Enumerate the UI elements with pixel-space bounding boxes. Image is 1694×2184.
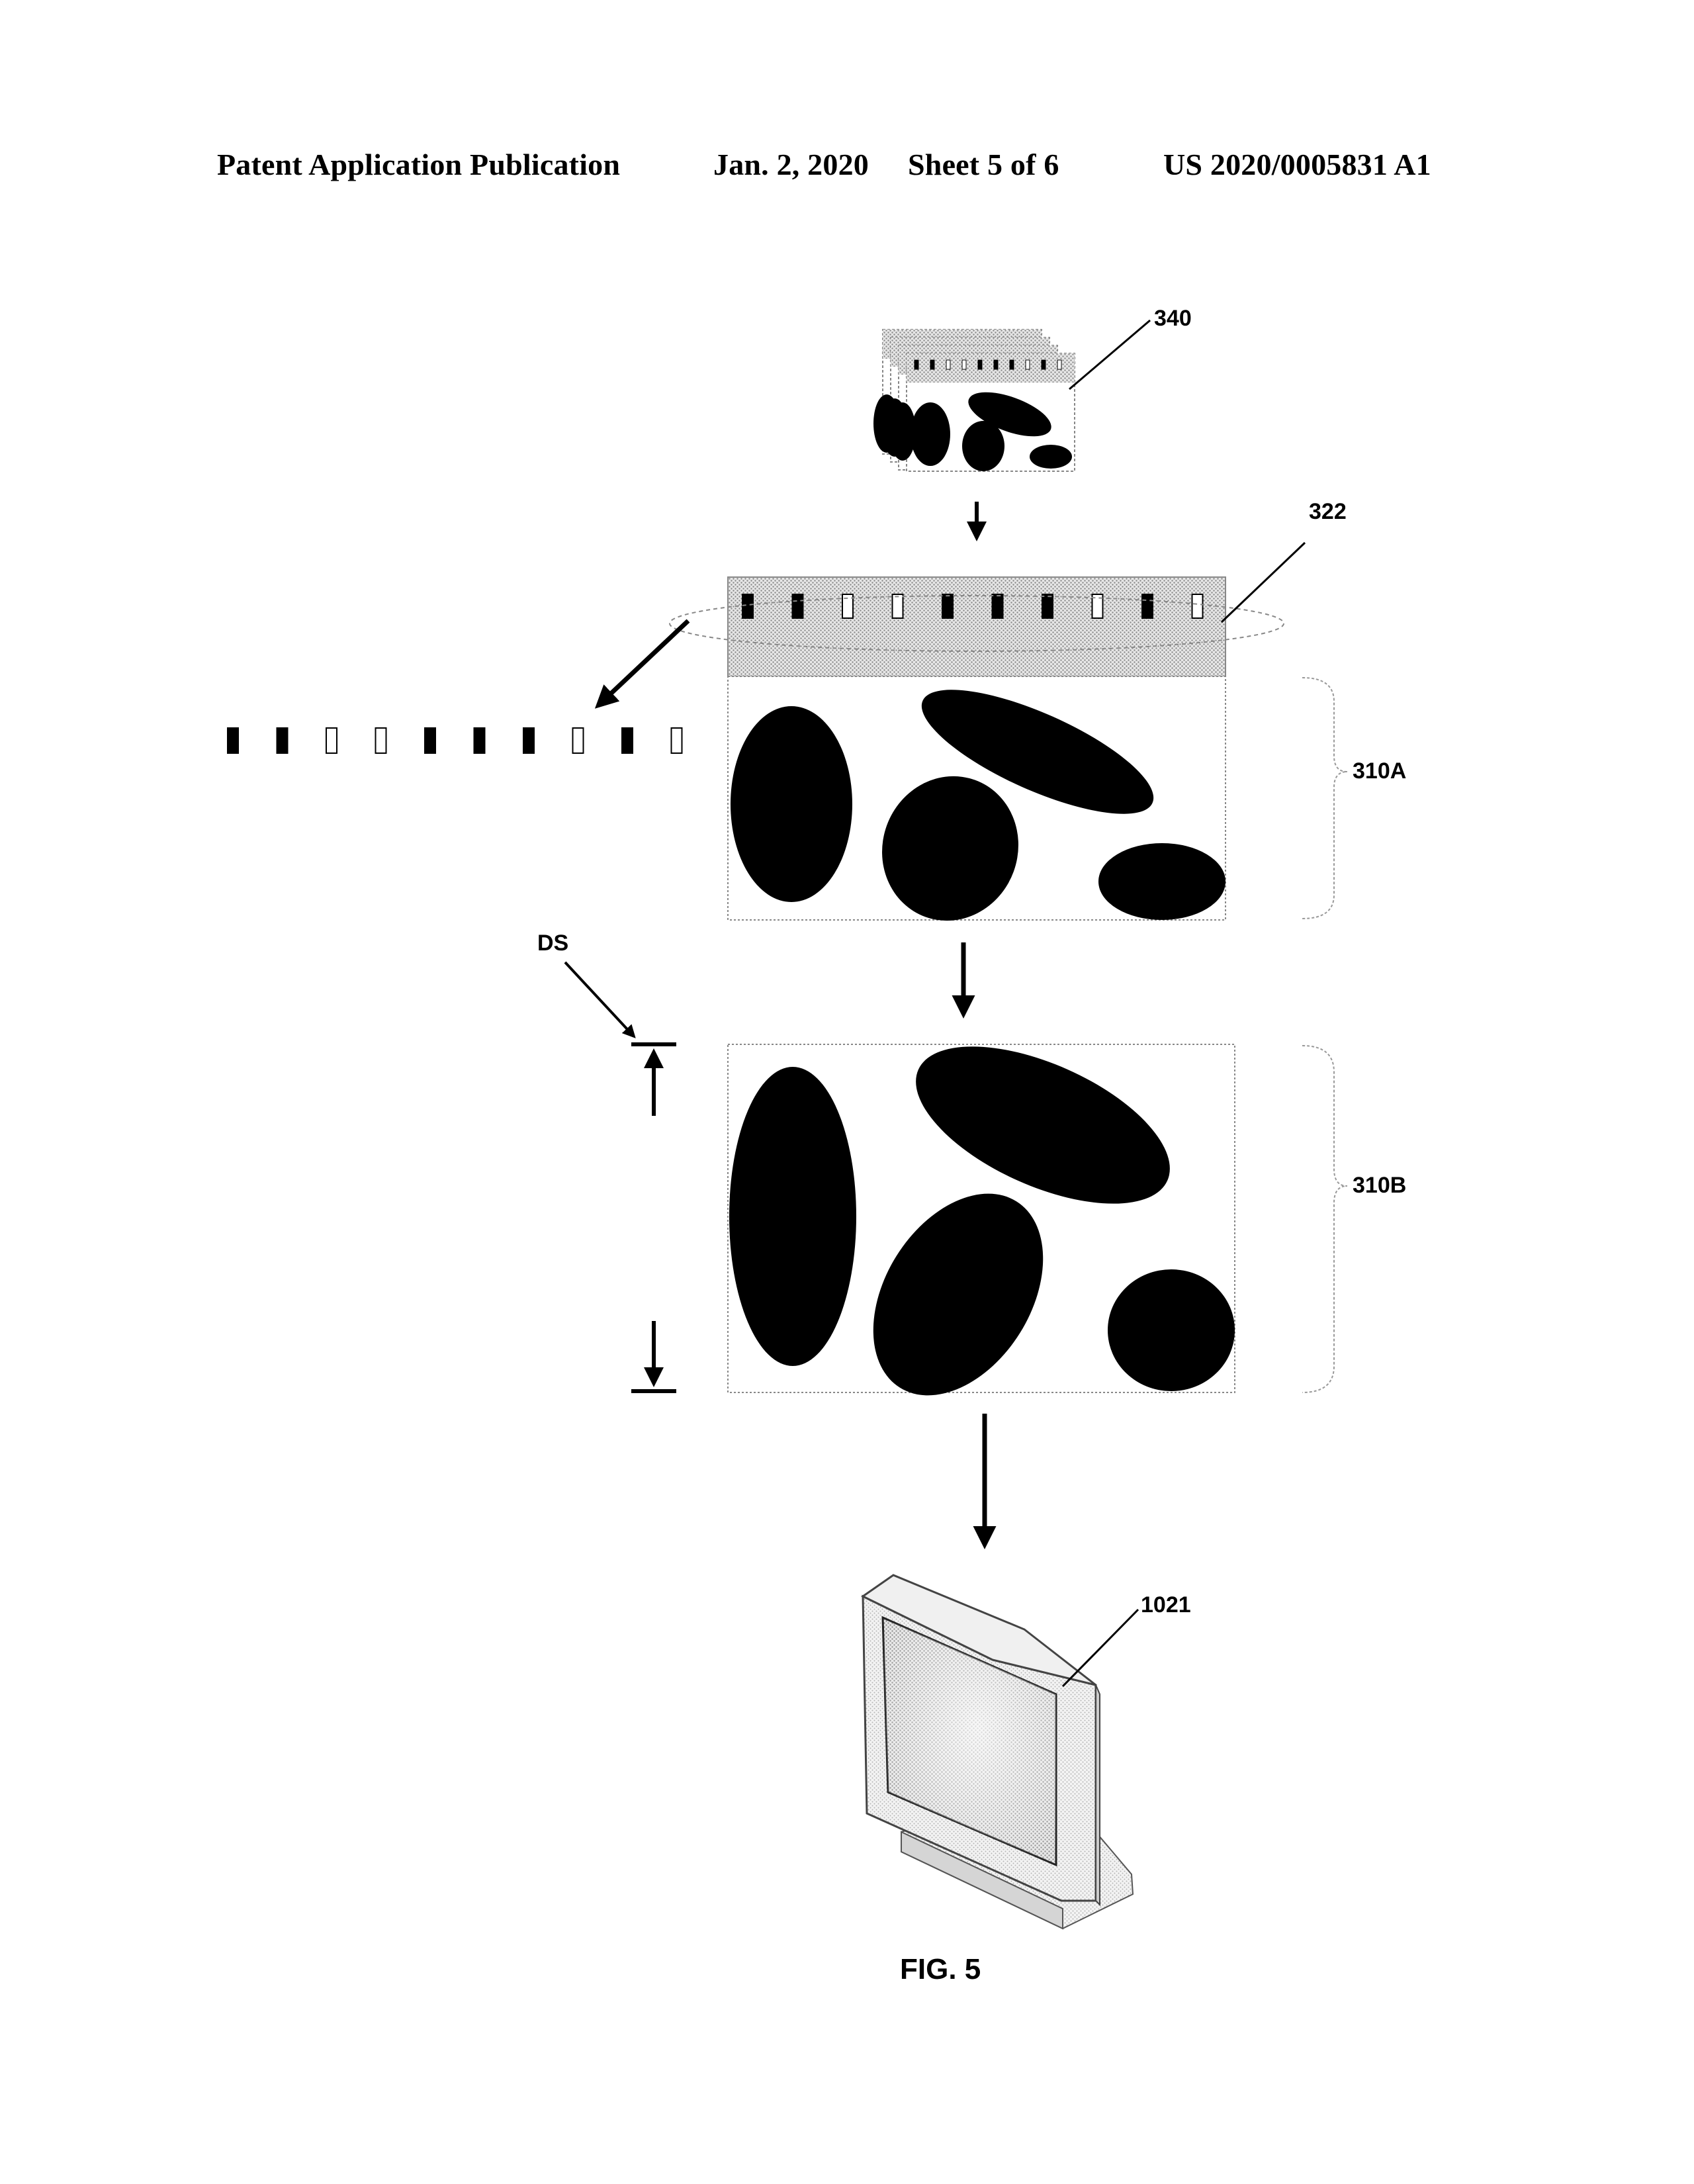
extracted-code-mark-6 [473, 727, 486, 754]
mini-code-mark-2 [930, 359, 935, 370]
spacing-dimension-ds [564, 961, 676, 1393]
label-1021: 1021 [1141, 1592, 1191, 1617]
mini-code-mark-4 [961, 359, 967, 370]
brace-310b [1302, 1045, 1348, 1393]
extracted-code-mark-9 [621, 727, 633, 754]
header-sheet: Sheet 5 of 6 [908, 148, 1059, 181]
header-publication: Patent Application Publication [217, 148, 621, 181]
mini-code-mark-9 [1041, 359, 1046, 370]
header-date: Jan. 2, 2020 [713, 148, 869, 181]
label-ds: DS [537, 931, 568, 956]
strip-code-mark-10 [1191, 594, 1204, 619]
frame-310a [669, 576, 1284, 921]
header-number: US 2020/0005831 A1 [1163, 148, 1431, 181]
mini-code-mark-1 [914, 359, 919, 370]
extracted-code-mark-1 [227, 727, 239, 754]
extracted-code-mark-3 [326, 727, 337, 754]
extracted-code-mark-7 [523, 727, 535, 754]
strip-code-mark-5 [942, 594, 954, 619]
extracted-code-mark-10 [670, 727, 683, 754]
extracted-code-mark-2 [276, 727, 289, 754]
mini-code-mark-5 [977, 359, 983, 370]
frame-stack-340 [873, 319, 1151, 472]
extracted-code-mark-8 [572, 727, 584, 754]
strip-code-mark-4 [891, 594, 904, 619]
strip-code-mark-8 [1091, 594, 1104, 619]
arrow-extract-codes [594, 619, 690, 709]
label-340: 340 [1154, 306, 1192, 331]
mini-code-mark-6 [993, 359, 999, 370]
label-310a: 310A [1353, 758, 1406, 784]
label-310b: 310B [1353, 1173, 1406, 1198]
mini-code-mark-3 [946, 359, 951, 370]
extracted-code-sequence [227, 727, 683, 754]
mini-code-mark-8 [1025, 359, 1030, 370]
code-strip-ellipse [669, 595, 1284, 652]
extracted-code-mark-5 [424, 727, 436, 754]
strip-code-mark-1 [742, 594, 754, 619]
strip-code-mark-9 [1141, 594, 1153, 619]
display-1021 [861, 1574, 1139, 1930]
frame-310b [727, 1044, 1235, 1396]
figure-caption: FIG. 5 [900, 1953, 981, 1985]
label-322: 322 [1309, 499, 1347, 524]
strip-code-mark-2 [791, 594, 804, 619]
brace-310a [1302, 677, 1348, 919]
strip-code-mark-6 [991, 594, 1004, 619]
mini-code-mark-7 [1009, 359, 1014, 370]
mini-code-mark-10 [1057, 359, 1062, 370]
extracted-code-mark-4 [375, 727, 387, 754]
strip-code-mark-3 [842, 594, 854, 619]
leader-322 [1220, 541, 1306, 623]
strip-code-mark-7 [1042, 594, 1053, 619]
